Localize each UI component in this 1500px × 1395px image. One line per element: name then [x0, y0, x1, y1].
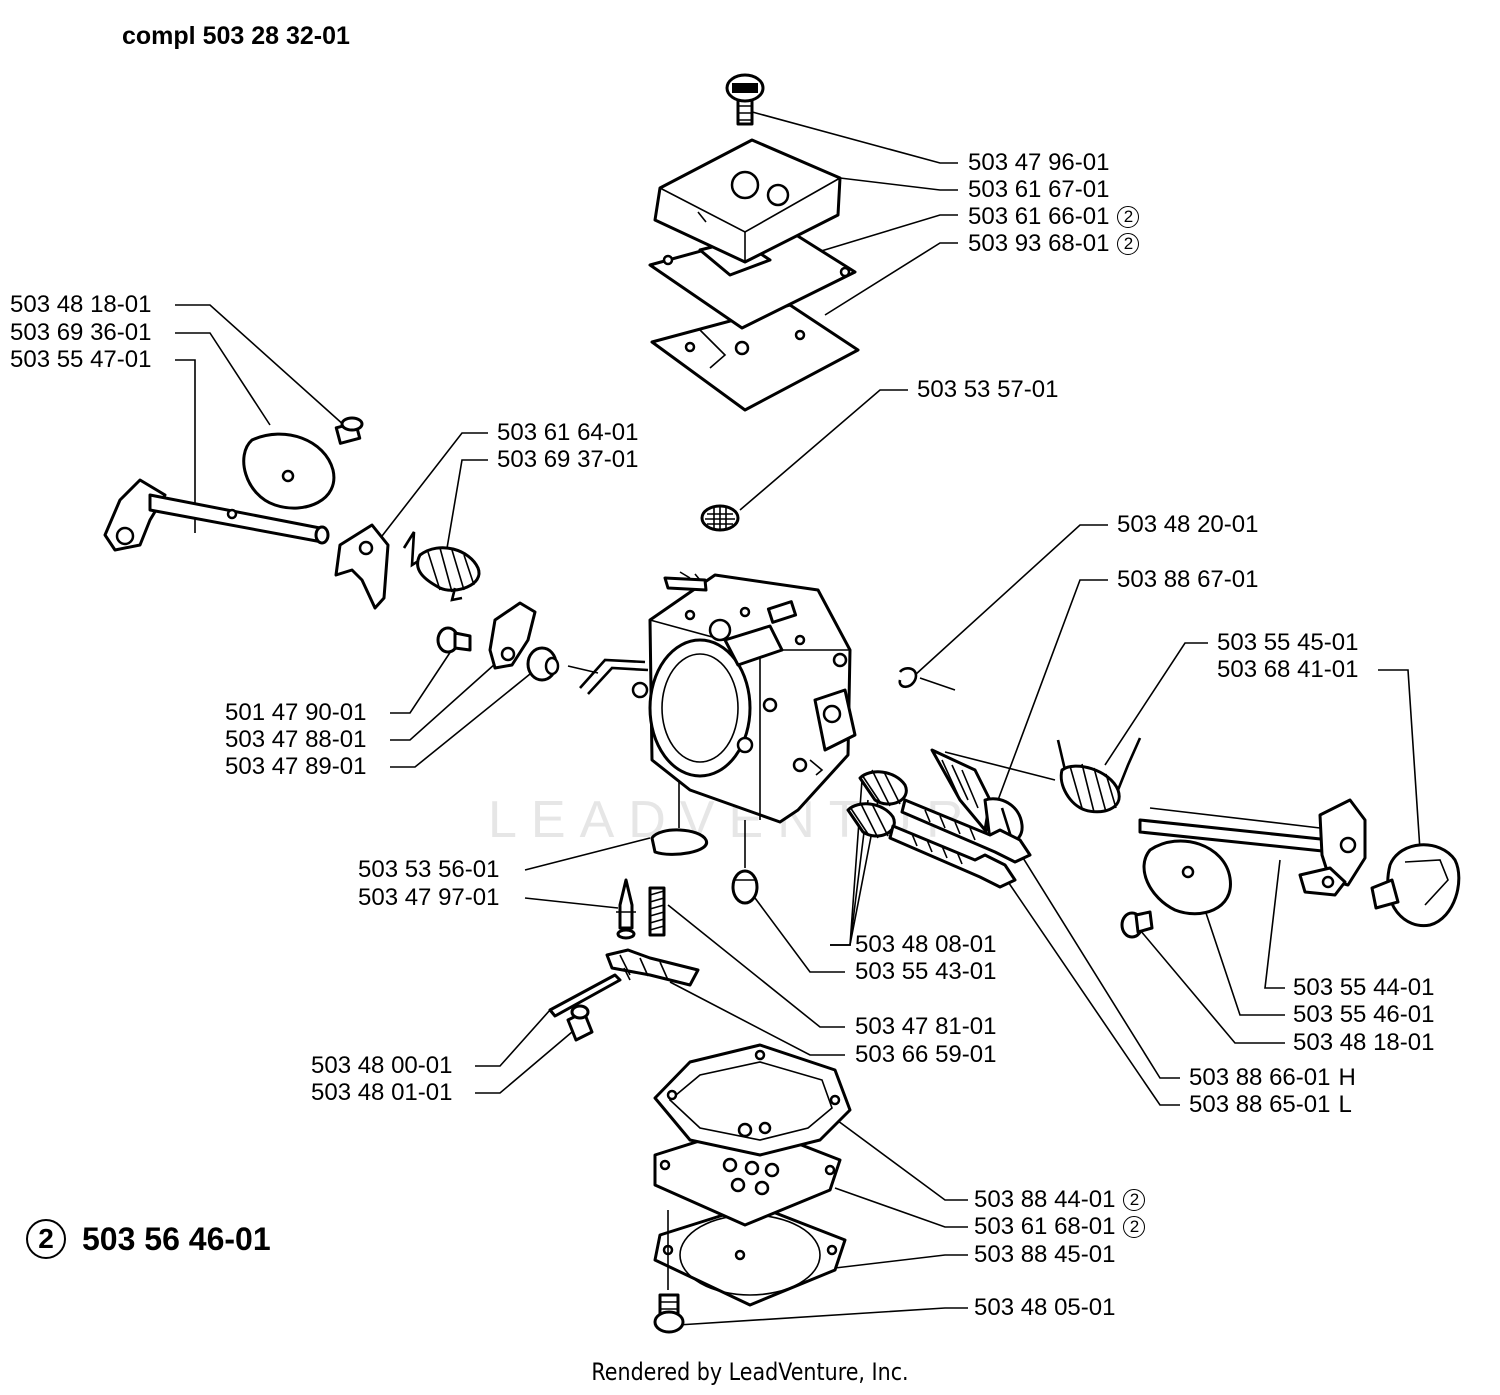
part-label[interactable]: 503 47 96-01	[968, 149, 1110, 176]
kit-marker: 2	[1117, 206, 1140, 228]
part-label[interactable]: 503 47 97-01	[358, 884, 500, 911]
leader-lines	[175, 109, 1421, 1326]
part-label[interactable]: 503 68 41-01	[1217, 656, 1359, 683]
kit-note: 2 503 56 46-01	[26, 1216, 271, 1262]
metering-small-parts	[548, 780, 759, 1042]
kit-marker: 2	[1123, 1216, 1146, 1238]
kit-marker: 2	[1117, 233, 1140, 255]
part-label[interactable]: 503 55 46-01	[1293, 1001, 1435, 1028]
part-label[interactable]: 503 61 64-01	[497, 419, 639, 446]
part-label[interactable]: 503 69 36-01	[10, 319, 152, 346]
pump-cover-assembly	[648, 73, 860, 412]
part-label[interactable]: 503 48 00-01	[311, 1052, 453, 1079]
part-label[interactable]: 503 55 43-01	[855, 958, 997, 985]
part-label[interactable]: 503 48 18-01	[1293, 1029, 1435, 1056]
kit-number: 503 56 46-01	[82, 1220, 271, 1257]
carburetor-body	[579, 571, 857, 824]
part-label[interactable]: 503 53 57-01	[917, 376, 1059, 403]
kit-circle-marker: 2	[26, 1219, 66, 1259]
part-label[interactable]: 503 55 47-01	[10, 346, 152, 373]
credit-text: Rendered by LeadVenture, Inc.	[591, 1358, 909, 1386]
inlet-screen	[700, 504, 740, 532]
part-label[interactable]: 503 88 67-01	[1117, 566, 1259, 593]
part-label[interactable]: 503 66 59-01	[855, 1041, 997, 1068]
part-label[interactable]: 503 48 01-01	[311, 1079, 453, 1106]
part-label[interactable]: 503 48 18-01	[10, 291, 152, 318]
h-marker: H	[1338, 1064, 1356, 1091]
kit-marker: 2	[1123, 1189, 1146, 1211]
part-label[interactable]: 503 55 44-01	[1293, 974, 1435, 1001]
pump-lever-parts	[436, 601, 599, 682]
part-label[interactable]: 503 88 45-01	[974, 1241, 1116, 1268]
metering-diaphragm-assembly	[653, 1043, 852, 1334]
adjusting-needles	[846, 769, 1032, 889]
part-label[interactable]: 503 48 05-01	[974, 1294, 1116, 1321]
part-label[interactable]: 503 53 56-01	[358, 856, 500, 883]
part-label[interactable]: 503 69 37-01	[497, 446, 639, 473]
part-label[interactable]: 503 55 45-01	[1217, 629, 1359, 656]
part-label[interactable]: 503 47 89-01	[225, 753, 367, 780]
throttle-assembly	[898, 666, 1461, 939]
l-marker: L	[1338, 1091, 1352, 1118]
part-label[interactable]: 503 48 20-01	[1117, 511, 1259, 538]
part-label[interactable]: 503 47 81-01	[855, 1013, 997, 1040]
part-label[interactable]: 503 47 88-01	[225, 726, 367, 753]
page-title: compl 503 28 32-01	[122, 22, 350, 50]
part-label[interactable]: 503 61 67-01	[968, 176, 1110, 203]
choke-assembly	[103, 416, 481, 610]
part-label[interactable]: 501 47 90-01	[225, 699, 367, 726]
part-label[interactable]: 503 48 08-01	[855, 931, 997, 958]
